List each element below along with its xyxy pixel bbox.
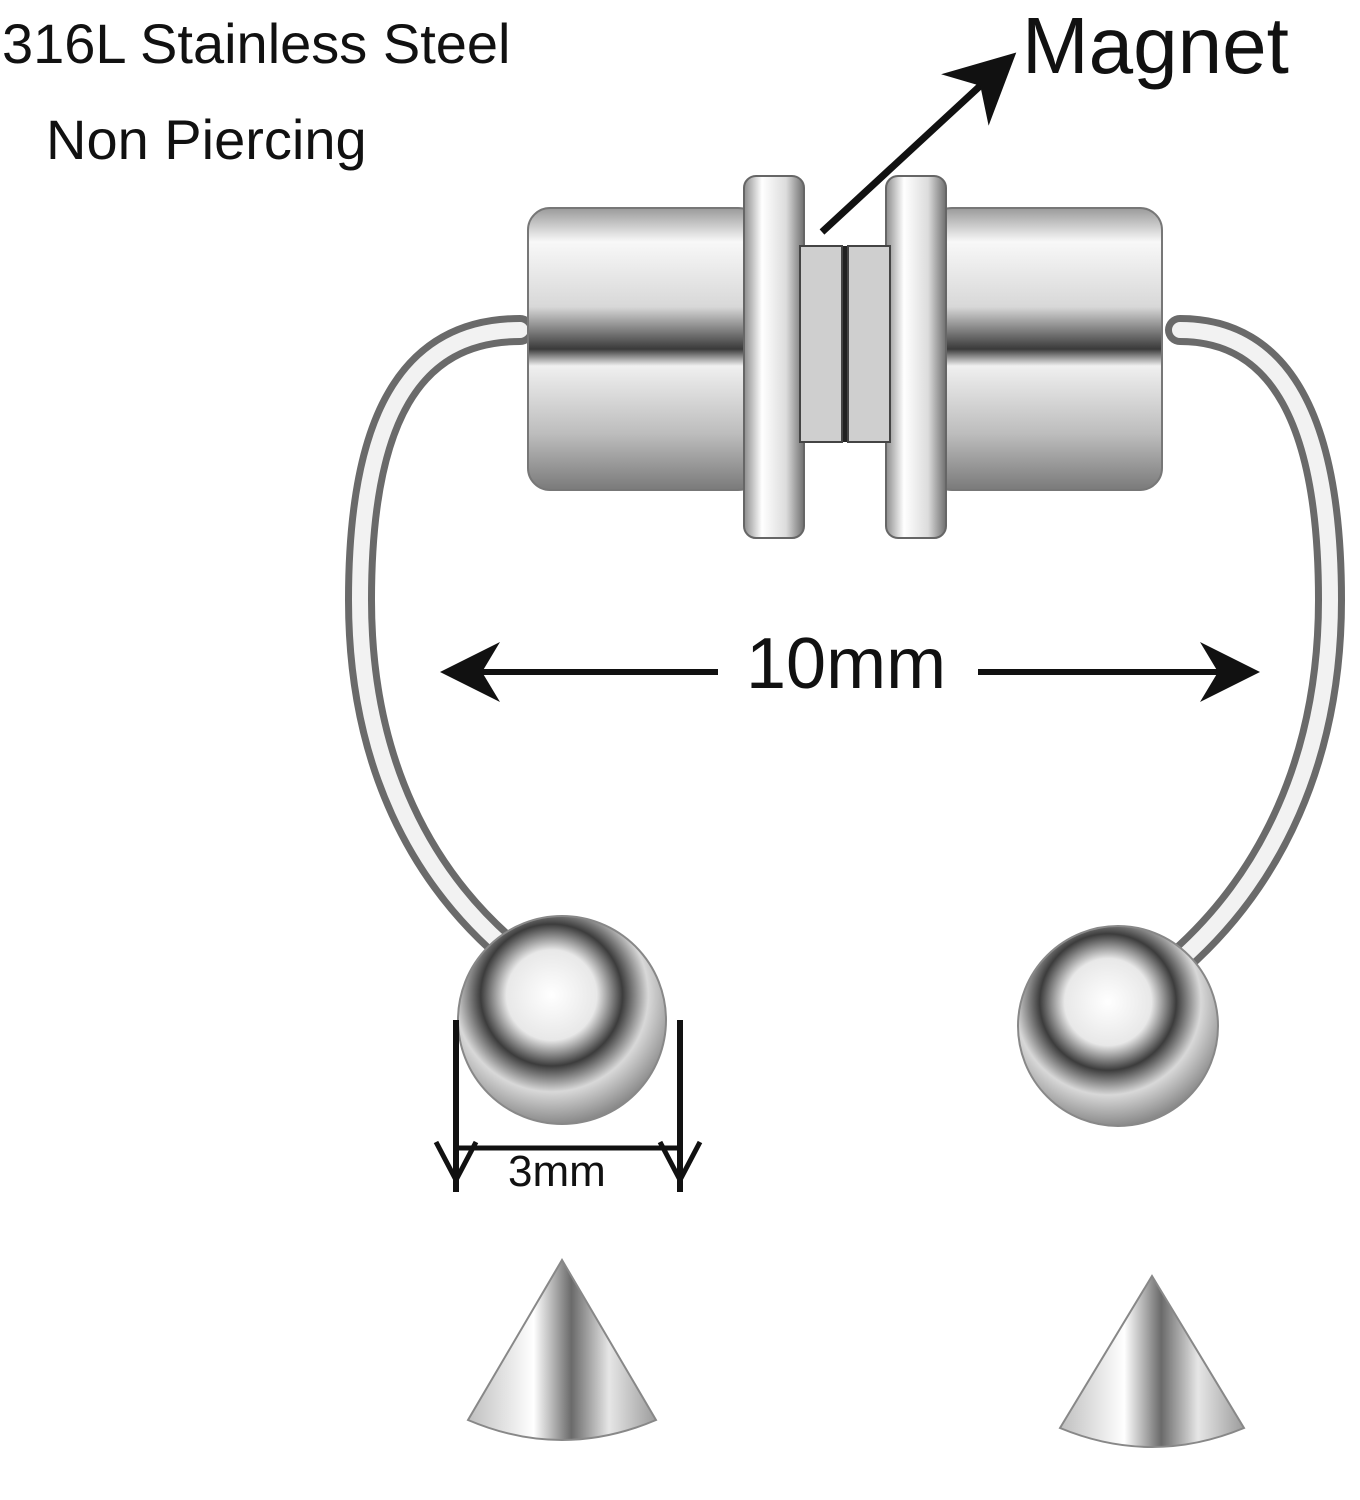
magnet-pointer-arrow [819, 52, 1017, 235]
magnet-clasp [527, 175, 1163, 539]
material-label: 316L Stainless Steel [2, 12, 511, 75]
magnet-label: Magnet [1022, 1, 1289, 90]
piercing-label: Non Piercing [46, 108, 367, 171]
wire-arms [344, 315, 1346, 975]
ball-dimension-lines [433, 1020, 703, 1192]
ball-diameter-label: 3mm [508, 1147, 606, 1196]
width-dimension-label: 10mm [746, 624, 947, 704]
ball-ends [457, 915, 1219, 1127]
spike-ends [466, 1258, 1246, 1448]
